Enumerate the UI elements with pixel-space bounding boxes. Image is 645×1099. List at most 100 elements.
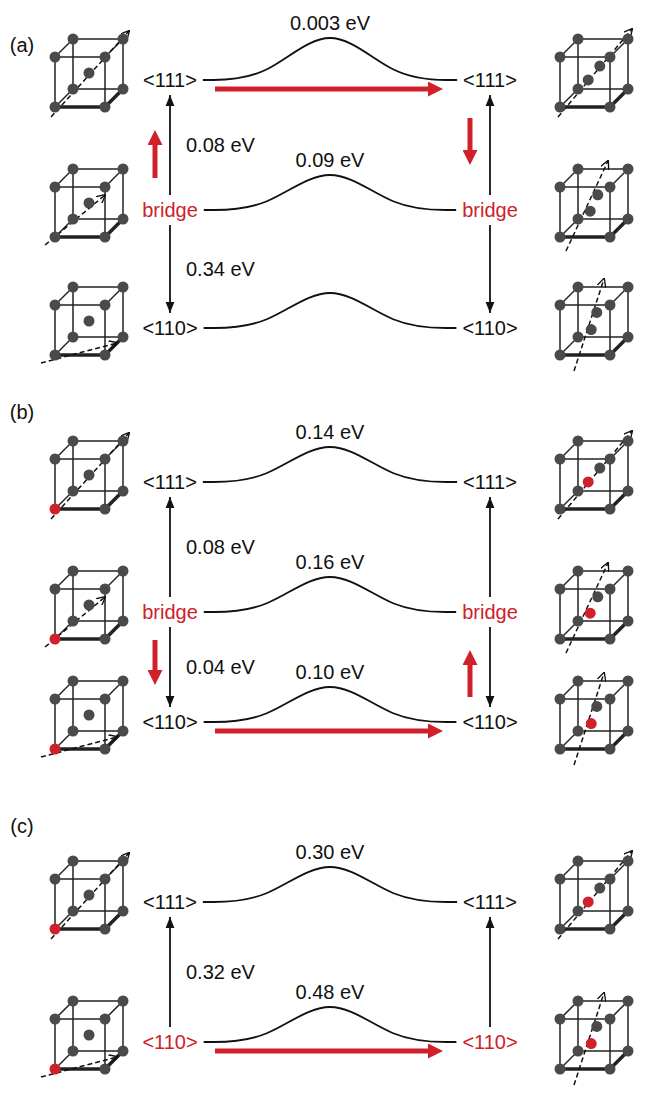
atom bbox=[605, 694, 616, 705]
atom bbox=[50, 874, 61, 885]
atom bbox=[50, 52, 61, 63]
atom bbox=[100, 52, 111, 63]
cube-edge bbox=[122, 39, 124, 89]
atom bbox=[50, 232, 61, 243]
energy-barrier bbox=[204, 577, 456, 612]
atom bbox=[573, 486, 584, 497]
cube-edge bbox=[578, 490, 628, 492]
state-text: <111> bbox=[463, 69, 517, 91]
cube-edge bbox=[122, 681, 124, 731]
atom bbox=[623, 84, 634, 95]
atom bbox=[50, 504, 61, 515]
atom bbox=[623, 282, 634, 293]
cube-edge bbox=[609, 699, 611, 749]
cube-figure bbox=[50, 433, 130, 519]
atom bbox=[555, 350, 566, 361]
cube-edge bbox=[54, 459, 56, 509]
atom bbox=[118, 282, 129, 293]
transition-arrow bbox=[169, 497, 171, 597]
cube-edge bbox=[559, 57, 561, 107]
cube-edge bbox=[560, 588, 610, 590]
cube-edge bbox=[627, 571, 629, 621]
atom bbox=[594, 463, 605, 474]
cube-edge bbox=[72, 441, 74, 491]
transition-arrow bbox=[169, 917, 171, 1027]
transition-arrow bbox=[489, 225, 491, 313]
energy-barrier bbox=[203, 38, 457, 80]
atom bbox=[100, 744, 111, 755]
direction-arrow bbox=[51, 853, 129, 939]
atom bbox=[605, 454, 616, 465]
state-text: bridge bbox=[462, 601, 518, 623]
atom bbox=[605, 634, 616, 645]
state-label: bridge bbox=[138, 600, 202, 624]
energy-label: 0.14 eV bbox=[294, 421, 367, 443]
state-text: <110> bbox=[142, 711, 197, 733]
energy-label: 0.09 eV bbox=[294, 149, 367, 171]
atom bbox=[100, 300, 111, 311]
atom bbox=[100, 454, 111, 465]
state-label: <110> bbox=[138, 1030, 201, 1054]
cube-edge bbox=[55, 458, 105, 460]
cube-edge bbox=[578, 860, 628, 862]
energy-label: 0.48 eV bbox=[294, 981, 367, 1003]
atom bbox=[118, 996, 129, 1007]
cube-edge bbox=[54, 305, 56, 355]
cube-edge bbox=[578, 570, 628, 572]
atom bbox=[68, 436, 79, 447]
atom bbox=[100, 924, 111, 935]
cube-edge bbox=[559, 1019, 561, 1069]
cube-figure bbox=[41, 282, 129, 364]
atom bbox=[605, 52, 616, 63]
atom bbox=[623, 616, 634, 627]
cube-edge bbox=[577, 861, 579, 911]
atom bbox=[68, 726, 79, 737]
atom bbox=[555, 874, 566, 885]
cube-edge bbox=[54, 699, 56, 749]
cube-edge bbox=[560, 698, 610, 700]
atom bbox=[118, 906, 129, 917]
state-label: bridge bbox=[458, 198, 522, 222]
cube-edge bbox=[560, 458, 610, 460]
cube-edge bbox=[73, 286, 123, 288]
state-text: <110> bbox=[462, 711, 517, 733]
atom bbox=[586, 324, 597, 335]
panel-letter: (b) bbox=[8, 401, 36, 423]
cube-figure bbox=[50, 31, 130, 117]
atom bbox=[605, 1064, 616, 1075]
cube-edge bbox=[609, 459, 611, 509]
cube-edge bbox=[122, 861, 124, 911]
direction-arrow bbox=[558, 851, 632, 939]
cube-edge bbox=[73, 620, 123, 622]
transition-arrow bbox=[169, 627, 171, 707]
atom bbox=[573, 282, 584, 293]
atom bbox=[573, 1046, 584, 1057]
atom bbox=[623, 856, 634, 867]
cube-edge bbox=[560, 354, 610, 356]
atom bbox=[68, 486, 79, 497]
energy-label: 0.10 eV bbox=[294, 661, 367, 683]
atom bbox=[605, 874, 616, 885]
state-label: <110> bbox=[458, 316, 521, 340]
cube-edge bbox=[55, 748, 105, 750]
atom bbox=[118, 566, 129, 577]
atom bbox=[573, 84, 584, 95]
energy-label: 0.16 eV bbox=[294, 551, 367, 573]
cube-edge bbox=[73, 38, 123, 40]
energy-label: 0.30 eV bbox=[294, 841, 367, 863]
cube-edge bbox=[54, 879, 56, 929]
atom bbox=[591, 1021, 602, 1032]
state-text: <110> bbox=[462, 1031, 517, 1053]
energy-barrier bbox=[203, 867, 457, 902]
atom bbox=[583, 74, 594, 85]
cube-edge bbox=[55, 1068, 105, 1070]
atom bbox=[50, 454, 61, 465]
atom bbox=[555, 182, 566, 193]
atom bbox=[100, 634, 111, 645]
cube-edge bbox=[104, 305, 106, 355]
state-label: bridge bbox=[138, 198, 202, 222]
atom bbox=[84, 470, 95, 481]
direction-arrow bbox=[558, 431, 632, 519]
energy-label: 0.34 eV bbox=[184, 258, 257, 280]
cube-edge bbox=[559, 879, 561, 929]
